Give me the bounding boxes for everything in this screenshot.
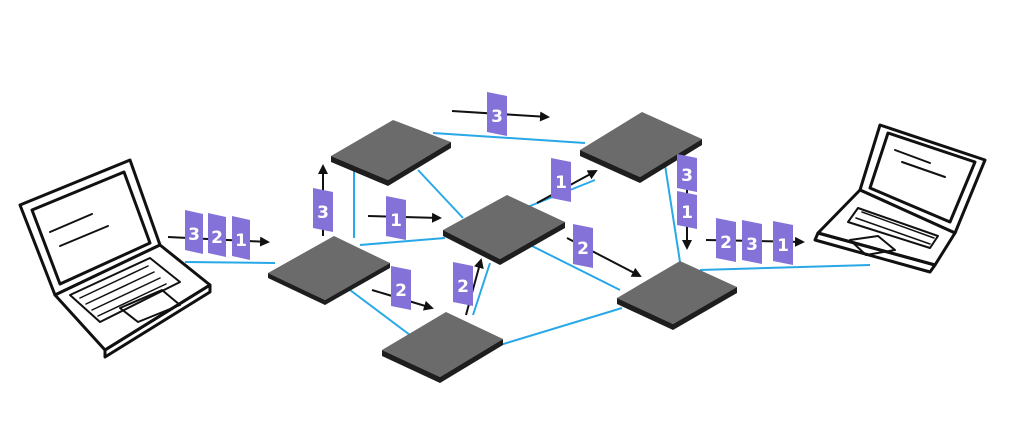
link-r4-r6: [529, 244, 621, 291]
packet-number: 3: [188, 225, 200, 245]
router-icon: [443, 195, 565, 265]
packet-number: 2: [720, 233, 732, 253]
packets: 3 2 1 3 1 2 2: [185, 92, 793, 310]
routers: [268, 112, 737, 383]
packet-number: 1: [777, 236, 789, 256]
packet-icon: 1: [232, 216, 250, 260]
packet-icon: 2: [716, 218, 736, 262]
packet-number: 3: [491, 107, 503, 127]
packet-number: 1: [555, 173, 567, 193]
packet-number: 3: [681, 166, 693, 186]
laptop-icon: [18, 158, 212, 359]
link-r5-r6: [664, 164, 681, 263]
laptop-icon: [813, 123, 987, 274]
arrow-icon: [465, 258, 484, 316]
packet-icon: 2: [573, 224, 593, 268]
packet-icon: 3: [677, 154, 697, 192]
router-icon: [382, 312, 503, 383]
packet-icon: 1: [773, 221, 793, 265]
packet-icon: 3: [185, 210, 203, 254]
packet-number: 1: [681, 203, 693, 223]
router-icon: [617, 261, 737, 330]
packet-icon: 2: [453, 262, 473, 306]
router-icon: [580, 112, 702, 183]
link-r2-r5: [432, 132, 586, 144]
packet-icon: 1: [386, 196, 406, 240]
packet-number: 3: [746, 235, 758, 255]
packet-icon: 3: [487, 92, 507, 136]
router-icon: [268, 236, 390, 305]
link-r3-r4: [472, 262, 491, 316]
packet-icon: 1: [551, 158, 571, 202]
packet-icon: 2: [208, 213, 226, 257]
router-icon: [331, 120, 451, 186]
packet-icon: 2: [391, 266, 411, 310]
link-r6-receiver: [699, 264, 871, 271]
link-sender-r1: [184, 261, 276, 264]
packet-icon: 3: [313, 188, 333, 232]
packet-number: 2: [395, 281, 407, 301]
link-r3-r6: [499, 307, 623, 346]
link-r1-r3: [349, 289, 411, 336]
packet-number: 2: [211, 228, 223, 248]
link-r1-r4: [359, 237, 446, 246]
packet-icon: 3: [742, 220, 762, 264]
packet-number: 1: [235, 231, 247, 251]
link-r2-r4: [417, 169, 464, 219]
packet-number: 3: [317, 203, 329, 223]
packet-number: 2: [577, 239, 589, 259]
packet-number: 1: [390, 211, 402, 231]
packet-number: 2: [457, 277, 469, 297]
packet-icon: 1: [677, 191, 697, 229]
